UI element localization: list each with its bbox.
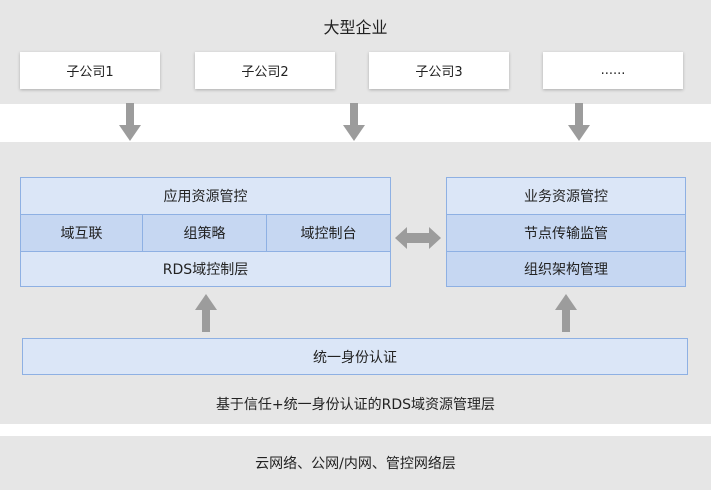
arrow-up-icon <box>195 294 217 332</box>
rds-domain-control-layer: RDS域控制层 <box>21 251 390 286</box>
arrow-down-icon <box>568 103 590 141</box>
subsidiary-box-3: 子公司3 <box>369 52 509 89</box>
group-policy-cell: 组策略 <box>142 214 266 251</box>
biz-resource-title: 业务资源管控 <box>447 178 685 214</box>
network-layer-caption: 云网络、公网/内网、管控网络层 <box>255 456 456 472</box>
enterprise-title: 大型企业 <box>323 18 388 37</box>
biz-resource-panel: 业务资源管控 节点传输监管 组织架构管理 <box>446 177 686 287</box>
node-transfer-monitor-cell: 节点传输监管 <box>447 214 685 251</box>
org-structure-mgmt-cell: 组织架构管理 <box>447 251 685 286</box>
arrow-down-icon <box>343 103 365 141</box>
arrow-down-icon <box>119 103 141 141</box>
subsidiary-box-more: ...... <box>543 52 683 89</box>
network-layer-band <box>0 436 711 490</box>
app-resource-panel: 应用资源管控 域互联 组策略 域控制台 RDS域控制层 <box>20 177 391 287</box>
resource-layer-caption: 基于信任+统一身份认证的RDS域资源管理层 <box>215 397 496 413</box>
unified-identity-bar: 统一身份认证 <box>22 338 688 375</box>
subsidiary-box-2: 子公司2 <box>195 52 335 89</box>
double-arrow-icon <box>395 227 441 249</box>
app-resource-title: 应用资源管控 <box>21 178 390 214</box>
domain-console-cell: 域控制台 <box>266 214 390 251</box>
arrow-up-icon <box>555 294 577 332</box>
domain-interconnect-cell: 域互联 <box>21 214 142 251</box>
subsidiary-box-1: 子公司1 <box>20 52 160 89</box>
